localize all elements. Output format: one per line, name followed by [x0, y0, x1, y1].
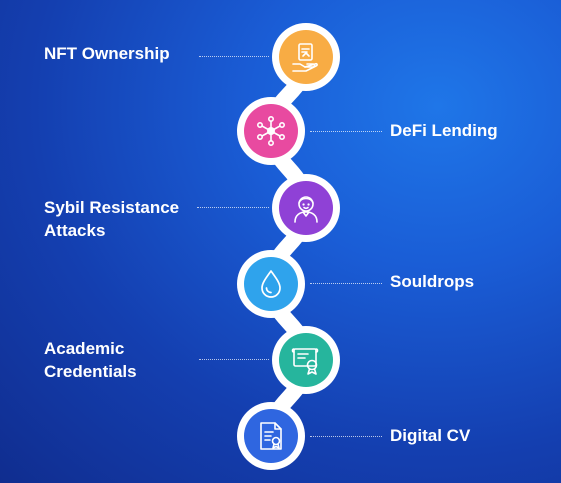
node-digital-cv: [244, 409, 298, 463]
leader-line-nft-ownership: [199, 56, 269, 57]
diploma-certificate-icon: [289, 343, 323, 377]
label-line: DeFi Lending: [390, 121, 498, 140]
water-drop-icon: [254, 267, 288, 301]
leader-line-academic-credentials: [199, 359, 269, 360]
label-line: Credentials: [44, 362, 137, 381]
label-academic-credentials: Academic Credentials: [44, 337, 137, 383]
label-line: Attacks: [44, 221, 106, 240]
node-souldrops: [244, 257, 298, 311]
label-line: Sybil Resistance: [44, 198, 180, 217]
network-nodes-icon: [254, 114, 288, 148]
leader-line-sybil-resistance: [197, 207, 269, 208]
label-defi-lending: DeFi Lending: [390, 119, 498, 142]
label-line: Souldrops: [390, 272, 475, 291]
node-nft-ownership: [279, 30, 333, 84]
node-defi-lending: [244, 104, 298, 158]
label-nft-ownership: NFT Ownership: [44, 42, 170, 65]
node-sybil-resistance: [279, 181, 333, 235]
label-sybil-resistance: Sybil Resistance Attacks: [44, 196, 179, 242]
label-line: Academic: [44, 339, 125, 358]
leader-line-defi-lending: [310, 131, 382, 132]
label-line: Digital CV: [390, 426, 471, 445]
cv-document-icon: [254, 419, 288, 453]
nft-hand-icon: [289, 40, 323, 74]
person-avatar-icon: [289, 191, 323, 225]
label-line: NFT Ownership: [44, 44, 170, 63]
label-digital-cv: Digital CV: [390, 424, 470, 447]
leader-line-digital-cv: [310, 436, 382, 437]
leader-line-souldrops: [310, 283, 382, 284]
label-souldrops: Souldrops: [390, 270, 474, 293]
node-academic-credentials: [279, 333, 333, 387]
